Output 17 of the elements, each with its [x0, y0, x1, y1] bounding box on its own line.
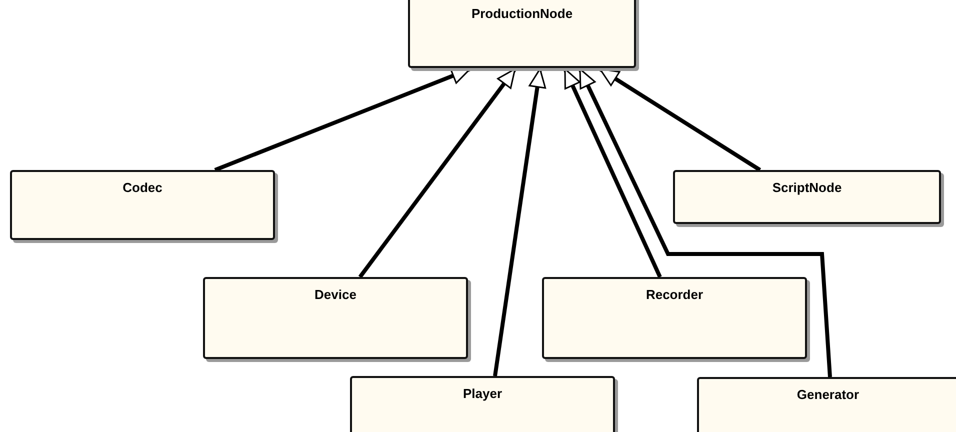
class-box	[203, 277, 468, 359]
class-box	[542, 277, 807, 359]
class-name: Recorder	[644, 287, 704, 302]
class-name: Generator	[796, 387, 860, 402]
class-box	[408, 0, 636, 68]
inheritance-arrow	[578, 68, 832, 378]
class-box	[697, 377, 956, 432]
class-box	[673, 170, 941, 224]
class-name: ProductionNode	[470, 6, 574, 21]
class-name: Device	[314, 287, 358, 302]
inheritance-arrow	[493, 68, 546, 376]
class-name: Player	[462, 386, 504, 401]
inheritance-arrow	[563, 68, 662, 278]
class-name: ScriptNode	[771, 180, 843, 195]
class-box	[10, 170, 275, 240]
class-name: Codec	[122, 180, 164, 195]
class-box	[350, 376, 615, 432]
